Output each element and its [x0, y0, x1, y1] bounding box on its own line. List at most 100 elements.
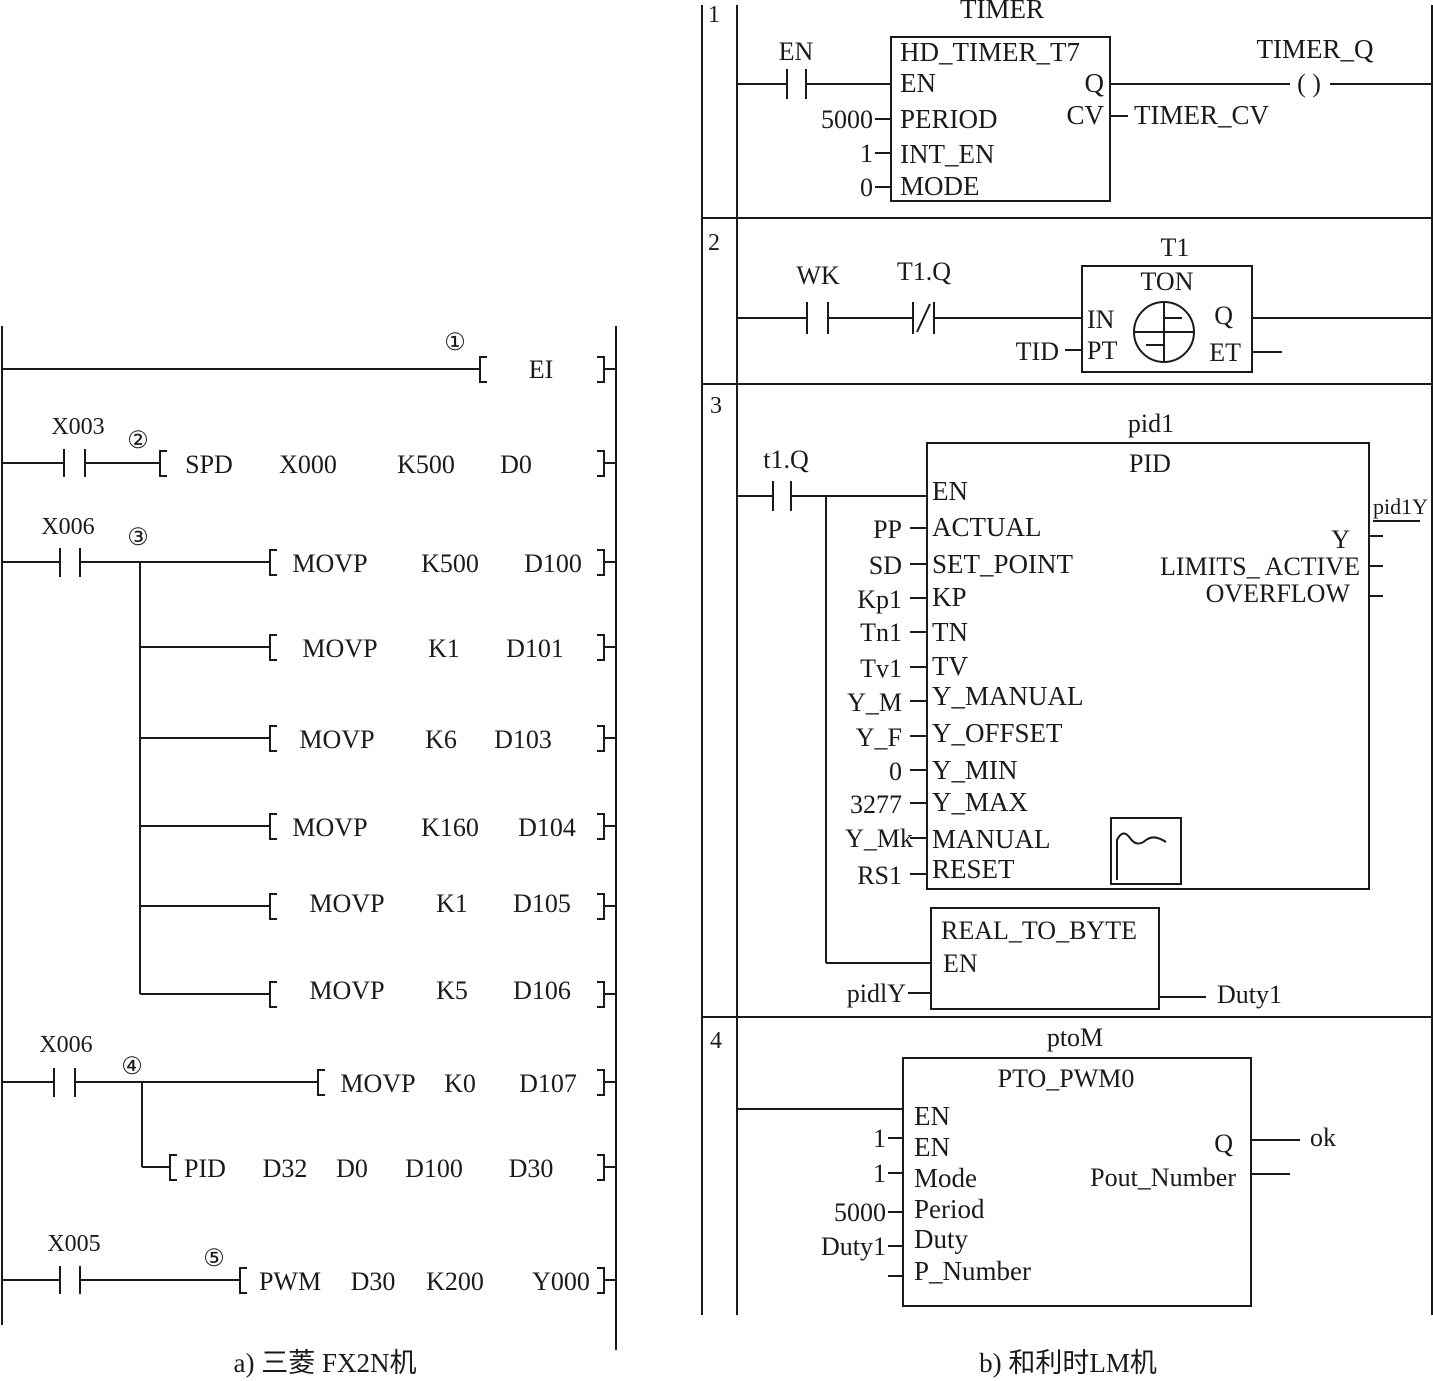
block-output-pin: CV [1066, 100, 1104, 130]
contact-label: X006 [39, 1032, 92, 1058]
left-rung-2: X003 ② SPD X000 K500 D0 [2, 414, 616, 479]
instruction-operand: PID [184, 1154, 226, 1183]
instruction-operand: D103 [494, 725, 552, 754]
contact-label: T1.Q [897, 257, 951, 286]
rung-marker: ② [127, 428, 149, 454]
instruction-operand: K6 [425, 725, 457, 754]
input-value: RS1 [857, 861, 902, 890]
input-value: Y_F [856, 723, 902, 752]
block-type: TON [1141, 267, 1194, 296]
timer-clock-icon [1133, 301, 1195, 363]
instruction-operand: MOVP [309, 976, 384, 1005]
rung-number: 3 [710, 393, 722, 419]
rung-marker: ① [444, 330, 466, 356]
input-value: 0 [889, 757, 902, 786]
left-panel: ① EI X003 ② SPD X000 K500 D0 X006 ③ [1, 326, 617, 1378]
block-input-pin: PERIOD [900, 104, 998, 134]
block-output-pin: Q [1085, 68, 1105, 98]
block-input-pin: Duty [914, 1224, 969, 1254]
block-input-pin: ACTUAL [932, 512, 1042, 542]
instruction-operand: D107 [519, 1069, 577, 1098]
block-output-pin: Pout_Number [1090, 1163, 1236, 1192]
instruction-operand: D0 [500, 450, 532, 479]
input-value: 1 [873, 1159, 886, 1188]
contact-label: t1.Q [763, 445, 809, 474]
block-input-pin: TV [932, 651, 968, 681]
left-rung-3: X006 ③ MOVP K500 D100 MOVP K1 D101 MOVP … [2, 514, 616, 1008]
block-input-pin: EN [914, 1132, 950, 1162]
instruction-operand: D101 [506, 634, 564, 663]
block-input-pin: MODE [900, 171, 980, 201]
instruction-operand: D105 [513, 889, 571, 918]
instruction-operand: SPD [185, 450, 233, 479]
instruction-operand: D100 [405, 1154, 463, 1183]
input-value: Tv1 [860, 654, 902, 683]
instruction-operand: Y000 [532, 1267, 590, 1296]
instruction-operand: MOVP [302, 634, 377, 663]
input-value: 1 [860, 139, 873, 168]
block-input-pin: EN [900, 68, 936, 98]
block-input-pin: MANUAL [932, 824, 1051, 854]
instruction-operand: X000 [279, 450, 337, 479]
block-output-pin: Q [1214, 1129, 1233, 1158]
block-input-pin: Period [914, 1194, 985, 1224]
block-input-pin: IN [1087, 305, 1115, 334]
contact-label: EN [779, 37, 814, 66]
block-instance-name: T1 [1161, 233, 1190, 262]
contact-label: X003 [51, 414, 104, 440]
right-caption: b) 和利时LM机 [979, 1348, 1157, 1378]
block-input-pin: TN [932, 617, 968, 647]
left-rung-4: X006 ④ MOVP K0 D107 PID D32 D0 D100 D30 [2, 1032, 616, 1183]
block-input-pin: SET_POINT [932, 549, 1074, 579]
rung-number: 1 [708, 2, 720, 28]
block-input-pin: Y_MANUAL [932, 681, 1084, 711]
instruction-operand: K500 [397, 450, 455, 479]
coil-symbol: ( ) [1297, 69, 1321, 98]
block-input-pin: RESET [932, 854, 1015, 884]
block-input-pin: P_Number [914, 1256, 1031, 1286]
input-value: TID [1016, 337, 1059, 366]
block-instance-name: TIMER [960, 0, 1044, 24]
block-output-pin: Y [1331, 525, 1350, 554]
right-rung-4: 4 ptoM PTO_PWM0 EN EN Mode Period Duty P… [710, 1023, 1336, 1307]
instruction-operand: D30 [351, 1267, 396, 1296]
contact-label: X005 [47, 1231, 100, 1257]
instruction-operand: K1 [428, 634, 460, 663]
left-caption: a) 三菱 FX2N机 [234, 1348, 417, 1378]
input-value: SD [869, 551, 902, 580]
block-input-pin: KP [932, 582, 967, 612]
block-input-pin: EN [914, 1101, 950, 1131]
block-instance-name: pid1 [1128, 409, 1174, 438]
rung-marker: ③ [127, 525, 149, 551]
right-rung-2: 2 WK T1.Q T1 TON IN PT Q ET [708, 230, 1432, 373]
left-rung-1: ① EI [2, 330, 616, 384]
right-rung-3: 3 t1.Q pid1 PID EN ACTUAL SET_POINT KP T… [710, 393, 1428, 1010]
input-value: Y_M [847, 688, 902, 717]
input-value: 5000 [834, 1198, 886, 1227]
block-output-pin: LIMITS_ ACTIVE [1160, 552, 1360, 581]
instruction-operand: D0 [336, 1154, 368, 1183]
instruction-operand: D106 [513, 976, 571, 1005]
block-type: REAL_TO_BYTE [941, 916, 1137, 945]
block-input-pin: EN [943, 949, 978, 978]
input-value: PP [873, 515, 902, 544]
input-value: 0 [860, 173, 873, 202]
instruction-operand: D30 [509, 1154, 554, 1183]
input-value: Duty1 [821, 1232, 886, 1261]
right-rung-1: 1 TIMER EN HD_TIMER_T7 EN PERIOD INT_EN … [708, 0, 1432, 202]
input-value: pidlY [847, 979, 906, 1008]
output-value: Duty1 [1217, 980, 1282, 1009]
input-value: Y_Mk [845, 824, 913, 853]
output-value: ok [1310, 1123, 1336, 1152]
block-input-pin: INT_EN [900, 139, 994, 169]
output-value: TIMER_CV [1134, 100, 1270, 130]
block-instance-name: ptoM [1047, 1023, 1103, 1052]
rung-number: 2 [708, 230, 720, 256]
input-value: 3277 [850, 790, 902, 819]
rung-marker: ④ [121, 1054, 143, 1080]
instruction-operand: D100 [524, 549, 582, 578]
left-rung-5: X005 ⑤ PWM D30 K200 Y000 [2, 1231, 616, 1296]
block-output-pin: ET [1209, 338, 1241, 367]
output-value: pid1Y [1373, 494, 1428, 519]
